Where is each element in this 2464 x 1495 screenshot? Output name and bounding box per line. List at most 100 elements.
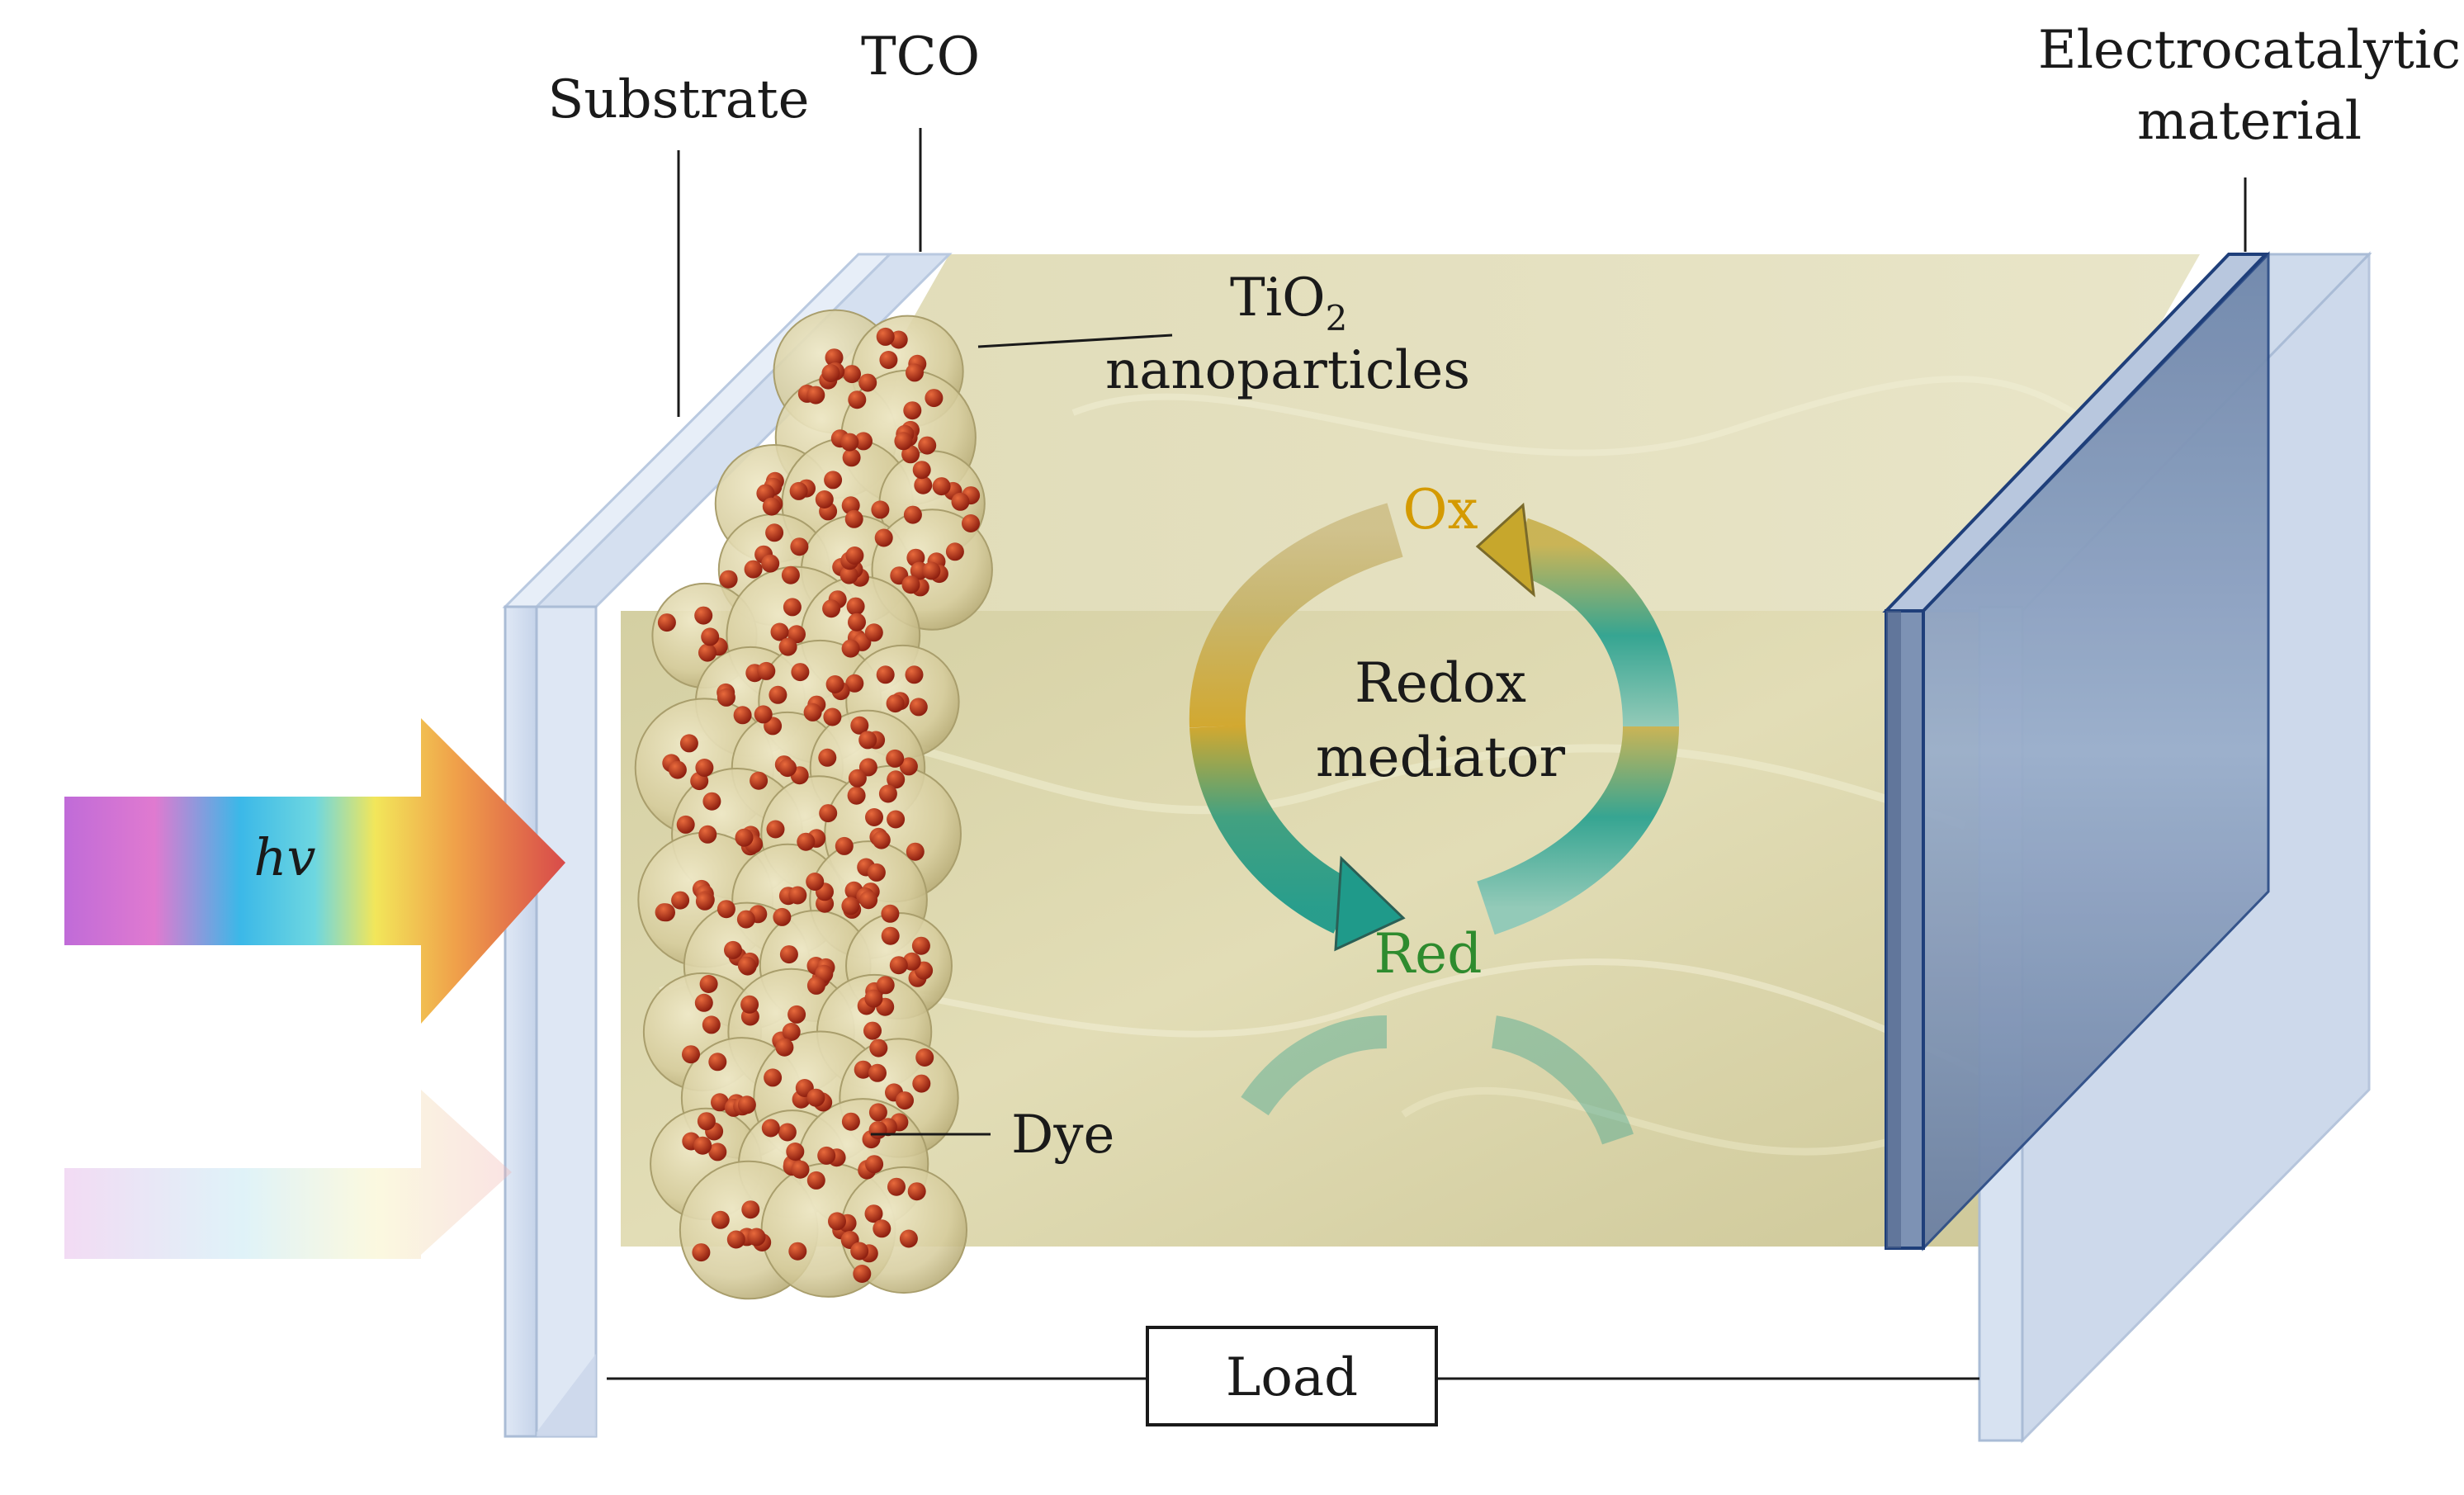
dye-molecule bbox=[843, 365, 861, 384]
dye-molecule bbox=[848, 613, 866, 632]
dye-molecule bbox=[825, 348, 844, 367]
dye-molecule bbox=[871, 500, 890, 519]
dye-molecule bbox=[782, 1023, 801, 1041]
dye-molecule bbox=[865, 808, 883, 826]
dye-molecule bbox=[911, 936, 930, 955]
redox-label-line1: Redox bbox=[1355, 651, 1526, 715]
dye-molecule bbox=[912, 1074, 931, 1093]
dye-molecule bbox=[872, 830, 891, 849]
dye-molecule bbox=[775, 1038, 794, 1057]
dye-molecule bbox=[773, 907, 792, 926]
dye-molecule bbox=[905, 665, 924, 684]
electrocatalytic-label-line2: material bbox=[2137, 91, 2362, 152]
dye-molecule bbox=[848, 769, 867, 788]
dye-molecule bbox=[788, 886, 807, 905]
electrocatalytic-label-line1: Electrocatalytic bbox=[2038, 20, 2461, 81]
ox-label: Ox bbox=[1402, 478, 1478, 542]
dye-molecule bbox=[881, 904, 900, 923]
dye-molecule bbox=[886, 749, 905, 768]
cycle-arrows-icon bbox=[1189, 502, 1679, 1145]
dye-molecule bbox=[757, 661, 776, 680]
dye-molecule bbox=[803, 703, 822, 721]
dye-molecule bbox=[737, 1095, 756, 1114]
dye-molecule bbox=[823, 707, 842, 726]
dye-molecule bbox=[899, 757, 918, 776]
dye-molecule bbox=[679, 734, 698, 753]
dye-molecule bbox=[903, 505, 922, 524]
load-box bbox=[1146, 1326, 1438, 1426]
tio2-label: TiO2 bbox=[1230, 267, 1347, 338]
tco-label: TCO bbox=[861, 26, 980, 88]
dye-molecule bbox=[864, 1204, 883, 1223]
dye-molecule bbox=[915, 1048, 934, 1067]
dye-molecule bbox=[787, 1005, 806, 1024]
dye-molecule bbox=[825, 675, 844, 693]
dye-molecule bbox=[835, 836, 854, 855]
dye-molecule bbox=[844, 509, 863, 528]
dye-molecule bbox=[736, 910, 755, 929]
dye-molecule bbox=[925, 389, 944, 408]
dye-molecule bbox=[668, 760, 687, 779]
dye-molecule bbox=[869, 1038, 888, 1057]
dye-label: Dye bbox=[1011, 1105, 1114, 1166]
dye-molecule bbox=[839, 565, 858, 584]
dye-molecule bbox=[873, 1219, 891, 1238]
dye-molecule bbox=[879, 351, 898, 369]
dye-molecule bbox=[962, 514, 980, 532]
dye-molecule bbox=[708, 1143, 727, 1161]
dye-molecule bbox=[754, 705, 773, 724]
dye-molecule bbox=[865, 1155, 884, 1174]
dye-molecule bbox=[657, 613, 676, 632]
dye-molecule bbox=[824, 471, 843, 490]
dye-molecule bbox=[735, 828, 754, 847]
dye-molecule bbox=[874, 528, 893, 547]
dye-molecule bbox=[887, 810, 906, 829]
dye-molecule bbox=[899, 1229, 918, 1248]
counter-electrode bbox=[1882, 251, 2372, 1444]
dye-molecule bbox=[817, 1146, 836, 1165]
substrate-label: Substrate bbox=[548, 69, 810, 130]
dye-molecule bbox=[864, 989, 883, 1008]
dye-molecule bbox=[914, 475, 933, 494]
hv-label: hv bbox=[254, 827, 316, 887]
dye-molecule bbox=[841, 1112, 860, 1131]
dye-molecule bbox=[889, 956, 908, 975]
dye-molecule bbox=[708, 1053, 727, 1072]
dye-molecule bbox=[876, 327, 895, 346]
dye-molecule bbox=[737, 956, 756, 975]
dye-molecule bbox=[854, 432, 873, 451]
dye-molecule bbox=[951, 492, 970, 511]
dye-molecule bbox=[791, 663, 810, 682]
load-label: Load bbox=[1226, 1347, 1358, 1408]
dye-molecule bbox=[868, 1121, 887, 1139]
dye-molecule bbox=[765, 523, 784, 542]
dye-molecule bbox=[901, 575, 920, 594]
dye-molecule bbox=[806, 1088, 825, 1107]
dye-molecule bbox=[896, 1091, 914, 1110]
dye-molecule bbox=[847, 786, 866, 805]
dye-molecule bbox=[858, 373, 877, 392]
dye-molecule bbox=[786, 1143, 805, 1161]
dye-molecule bbox=[766, 820, 785, 839]
redox-label-line2: mediator bbox=[1316, 726, 1566, 789]
red-label: Red bbox=[1374, 922, 1482, 986]
dye-molecule bbox=[682, 1045, 700, 1064]
dye-molecule bbox=[864, 623, 883, 642]
dye-molecule bbox=[850, 716, 869, 735]
dye-molecule bbox=[845, 546, 864, 565]
dye-molecule bbox=[711, 1093, 729, 1112]
dye-molecule bbox=[764, 1068, 783, 1087]
dye-molecule bbox=[846, 597, 865, 616]
dye-molecule bbox=[726, 1230, 745, 1249]
dye-molecule bbox=[850, 1242, 869, 1261]
dye-molecule bbox=[819, 804, 838, 823]
dye-molecule bbox=[859, 891, 878, 910]
dye-molecule bbox=[842, 448, 861, 467]
dye-molecule bbox=[876, 665, 895, 684]
dye-molecule bbox=[806, 976, 825, 995]
dye-molecule bbox=[841, 496, 860, 515]
dye-molecule bbox=[822, 599, 841, 618]
dye-molecule bbox=[701, 627, 720, 646]
dye-molecule bbox=[932, 477, 951, 496]
